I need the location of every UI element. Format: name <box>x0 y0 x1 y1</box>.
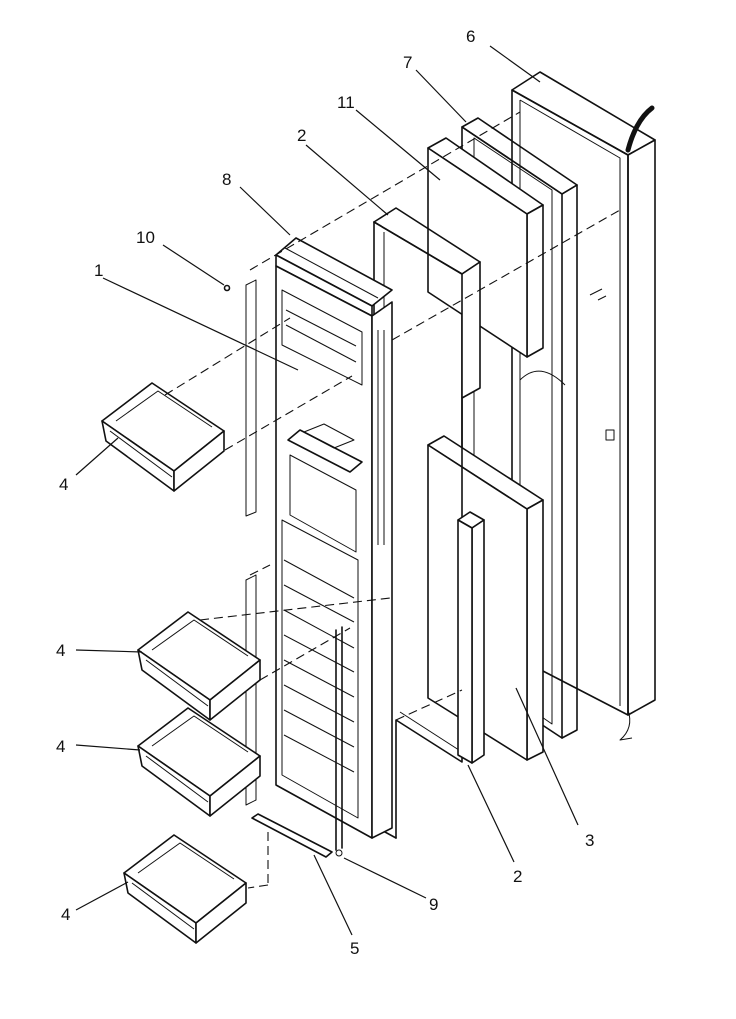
part-6-door-outer-panel <box>511 71 656 741</box>
assembly-lines <box>164 111 621 889</box>
part-10-screw <box>223 284 231 292</box>
part-4-door-bin-4 <box>123 834 247 944</box>
part-2-trim-strip <box>457 511 485 764</box>
callout-4-bin1: 4 <box>59 475 68 494</box>
callout-1: 1 <box>94 261 103 280</box>
callout-9: 9 <box>429 895 438 914</box>
part-4-door-bin-3 <box>137 707 261 817</box>
callout-3: 3 <box>585 831 594 850</box>
part-5-bottom-trim <box>251 813 333 858</box>
callout-4-bin3: 4 <box>56 737 65 756</box>
part-11-upper-insulation-panel <box>427 137 544 358</box>
callout-labels: 6 7 11 2 8 10 1 4 4 4 4 3 2 9 5 <box>56 27 594 958</box>
callout-4-bin4: 4 <box>61 905 70 924</box>
part-4-door-bin-2 <box>137 611 261 721</box>
part-9-hinge-rod <box>335 626 343 857</box>
callout-7: 7 <box>403 53 412 72</box>
part-8-top-cap <box>275 237 393 317</box>
callout-4-bin2: 4 <box>56 641 65 660</box>
part-4-door-bin-1 <box>101 382 225 492</box>
callout-6: 6 <box>466 27 475 46</box>
callout-8: 8 <box>222 170 231 189</box>
part-3-lower-insulation-panel <box>427 435 544 761</box>
leader-lines <box>75 45 579 936</box>
part-1-dispenser-door-liner <box>275 265 393 839</box>
shelf-rails <box>245 279 257 806</box>
callout-5: 5 <box>350 939 359 958</box>
callout-10: 10 <box>136 228 155 247</box>
callout-2-lower: 2 <box>513 867 522 886</box>
callout-11: 11 <box>337 93 355 112</box>
callout-2-upper: 2 <box>297 126 306 145</box>
